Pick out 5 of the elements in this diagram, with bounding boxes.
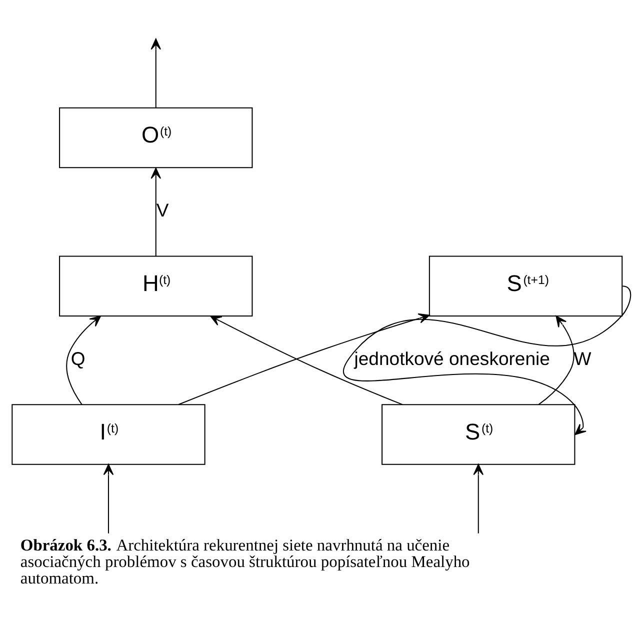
edge-label: W	[574, 348, 592, 369]
edge-label: jednotkové oneskorenie	[354, 348, 550, 369]
edge-label: V	[156, 199, 169, 220]
caption: Obrázok 6.3. Architektúra rekurentnej siete navrhnutá na učenie asociačných problémov s časovou štruktúrou popísateľnou Mealyho automatom.	[20, 535, 470, 588]
edge-label: Q	[70, 348, 86, 369]
